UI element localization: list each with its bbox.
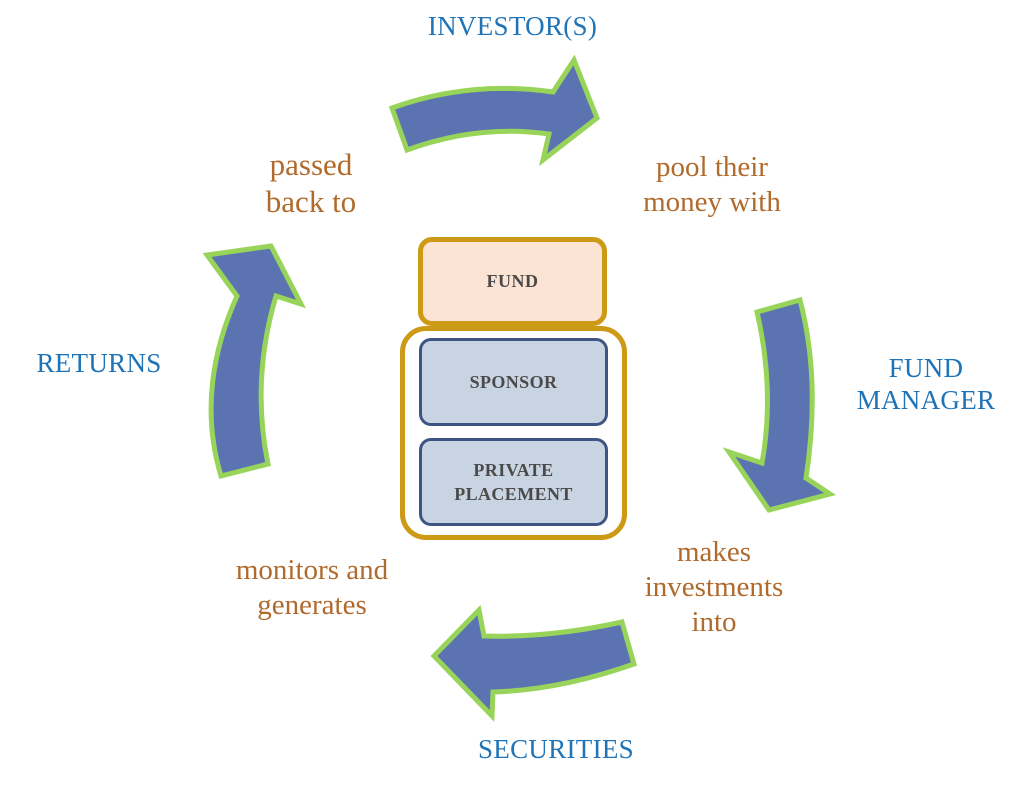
- arrow-left: [202, 243, 306, 480]
- arrow-bottom: [430, 604, 638, 722]
- sponsor-box: SPONSOR: [419, 338, 608, 426]
- returns-text: RETURNS: [36, 348, 162, 378]
- sponsor-box-label: SPONSOR: [469, 371, 558, 392]
- pool-line1: pool their: [656, 151, 768, 183]
- placement-line1: PRIVATE: [473, 459, 554, 480]
- passed-back-label: passed back to: [240, 146, 382, 220]
- makes-investments-label: makes investments into: [622, 535, 806, 639]
- arrow-right: [722, 296, 837, 513]
- invest-line3: into: [691, 605, 737, 638]
- pool-line2: money with: [643, 185, 781, 218]
- investors-text: INVESTOR(S): [427, 11, 598, 41]
- monitor-line1: monitors and: [235, 554, 389, 586]
- pool-money-label: pool their money with: [622, 150, 802, 220]
- monitor-line2: generates: [257, 588, 367, 621]
- invest-line2: investments: [644, 570, 784, 603]
- securities-text: SECURITIES: [477, 734, 634, 764]
- fund-box-label: FUND: [486, 271, 539, 292]
- arrow-top: [388, 54, 601, 167]
- securities-label: SECURITIES: [450, 733, 662, 765]
- fund-manager-label: FUND MANAGER: [842, 352, 1010, 417]
- passed-line1: passed: [269, 147, 353, 182]
- private-placement-box: PRIVATE PLACEMENT: [419, 438, 608, 526]
- returns-label: RETURNS: [18, 347, 180, 379]
- invest-line1: makes: [676, 536, 752, 568]
- placement-line2: PLACEMENT: [454, 484, 573, 504]
- passed-line2: back to: [265, 184, 357, 220]
- fund-manager-line1: FUND: [888, 353, 964, 383]
- fund-manager-line2: MANAGER: [856, 385, 996, 416]
- fund-box: FUND: [418, 237, 607, 326]
- investors-label: INVESTOR(S): [405, 10, 620, 42]
- monitors-generates-label: monitors and generates: [212, 553, 412, 623]
